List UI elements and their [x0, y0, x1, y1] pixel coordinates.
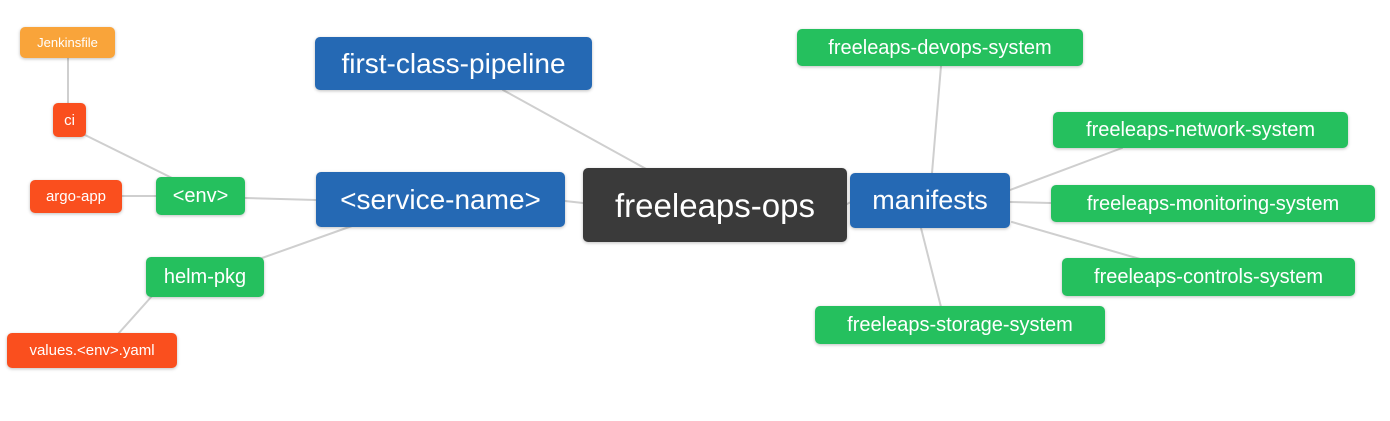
mindmap-node-values-env-yaml[interactable]: values.<env>.yaml — [7, 333, 177, 368]
mindmap-node-devops-system[interactable]: freeleaps-devops-system — [797, 29, 1083, 66]
mindmap-node-controls-system[interactable]: freeleaps-controls-system — [1062, 258, 1355, 296]
mindmap-node-storage-system[interactable]: freeleaps-storage-system — [815, 306, 1105, 344]
edge-service-name-freeleaps-ops — [564, 200, 584, 204]
edge-manifests-devops-system — [931, 65, 942, 174]
mindmap-node-monitoring-system[interactable]: freeleaps-monitoring-system — [1051, 185, 1375, 222]
mindmap-node-network-system[interactable]: freeleaps-network-system — [1053, 112, 1348, 148]
mindmap-node-env[interactable]: <env> — [156, 177, 245, 215]
mindmap-node-freeleaps-ops[interactable]: freeleaps-ops — [583, 168, 847, 242]
mindmap-node-argo-app[interactable]: argo-app — [30, 180, 122, 213]
mindmap-node-ci[interactable]: ci — [53, 103, 86, 137]
mindmap-node-service-name[interactable]: <service-name> — [316, 172, 565, 227]
mindmap-node-manifests[interactable]: manifests — [850, 173, 1010, 228]
edge-ci-env — [84, 134, 173, 179]
edge-values-env-yaml-helm-pkg — [117, 295, 153, 335]
edge-manifests-storage-system — [920, 227, 942, 308]
edge-manifests-network-system — [1009, 147, 1123, 191]
mindmap-node-first-class-pipeline[interactable]: first-class-pipeline — [315, 37, 592, 90]
edge-manifests-monitoring-system — [1009, 201, 1052, 204]
edge-manifests-controls-system — [1011, 221, 1141, 260]
edge-helm-pkg-service-name — [261, 225, 353, 259]
mindmap-node-helm-pkg[interactable]: helm-pkg — [146, 257, 264, 297]
mindmap-node-jenkinsfile[interactable]: Jenkinsfile — [20, 27, 115, 58]
edge-env-service-name — [244, 197, 317, 201]
edge-first-class-pipeline-freeleaps-ops — [502, 89, 649, 171]
